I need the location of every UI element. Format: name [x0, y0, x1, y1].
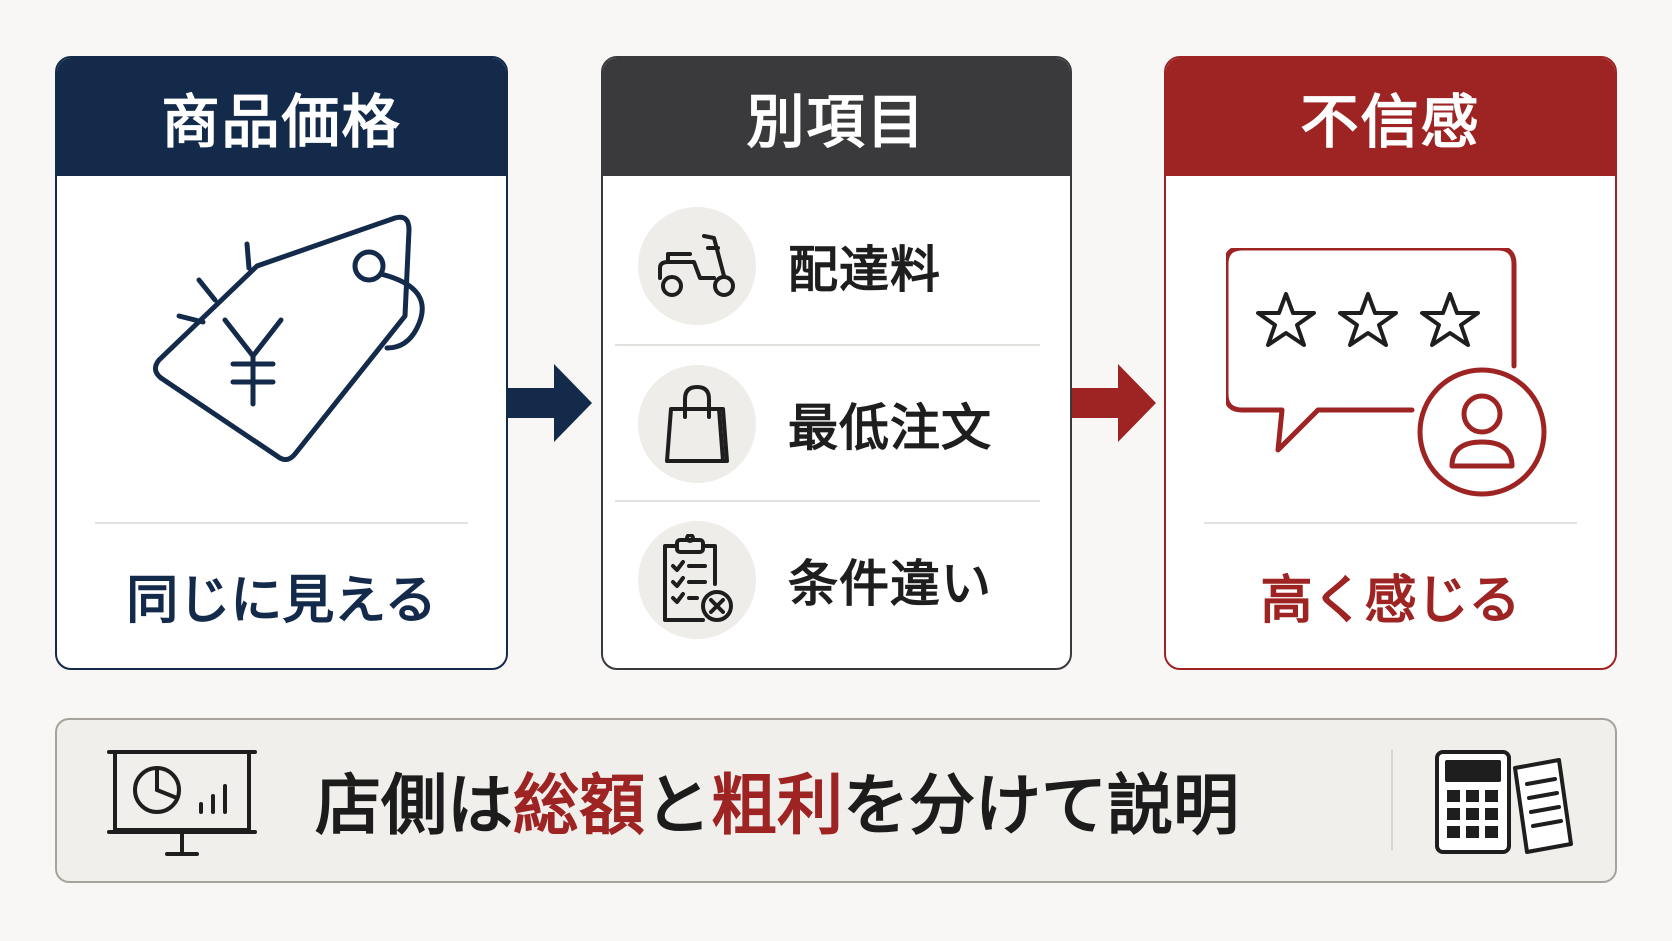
three-star-review-bubble-icon — [1226, 248, 1547, 497]
card-title: 別項目 — [603, 58, 1070, 176]
list-item-label: 最低注文 — [788, 399, 992, 457]
banner-text-part: 店側は — [315, 767, 513, 844]
arrow-right-icon — [1072, 364, 1156, 442]
clipboard-checklist-x-icon — [638, 521, 756, 639]
card-caption: 同じに見える — [126, 571, 437, 631]
summary-banner: 店側は総額と粗利を分けて説明 — [55, 718, 1617, 883]
list-item-label: 条件違い — [788, 555, 992, 613]
banner-highlight-margin: 粗利 — [711, 767, 843, 844]
list-item-different-conditions: 条件違い — [603, 502, 1070, 658]
banner-text-part: を分けて説明 — [843, 767, 1239, 844]
banner-message: 店側は総額と粗利を分けて説明 — [315, 720, 1239, 880]
arrow-right-icon — [508, 364, 592, 442]
divider — [95, 522, 468, 524]
calculator-document-icon — [1435, 750, 1573, 854]
divider — [615, 500, 1040, 502]
banner-highlight-total: 総額 — [513, 767, 645, 844]
shopping-bag-icon — [638, 365, 756, 483]
divider — [615, 344, 1040, 346]
card-distrust: 不信感 高く感じる — [1164, 56, 1617, 670]
list-item-label: 配達料 — [788, 241, 941, 299]
banner-separator — [1391, 750, 1393, 850]
banner-text-part: と — [645, 767, 711, 844]
card-title: 商品価格 — [57, 58, 506, 176]
card-separate-items: 別項目 配達料 — [601, 56, 1072, 670]
list-item-delivery-fee: 配達料 — [603, 188, 1070, 344]
yen-price-tag-icon — [153, 214, 425, 462]
card-product-price: 商品価格 同じに見える — [55, 56, 508, 670]
list-item-minimum-order: 最低注文 — [603, 346, 1070, 502]
card-title: 不信感 — [1166, 58, 1615, 176]
scooter-icon — [638, 207, 756, 325]
card-caption: 高く感じる — [1260, 571, 1521, 631]
divider — [1204, 522, 1577, 524]
presentation-chart-icon — [107, 750, 257, 856]
